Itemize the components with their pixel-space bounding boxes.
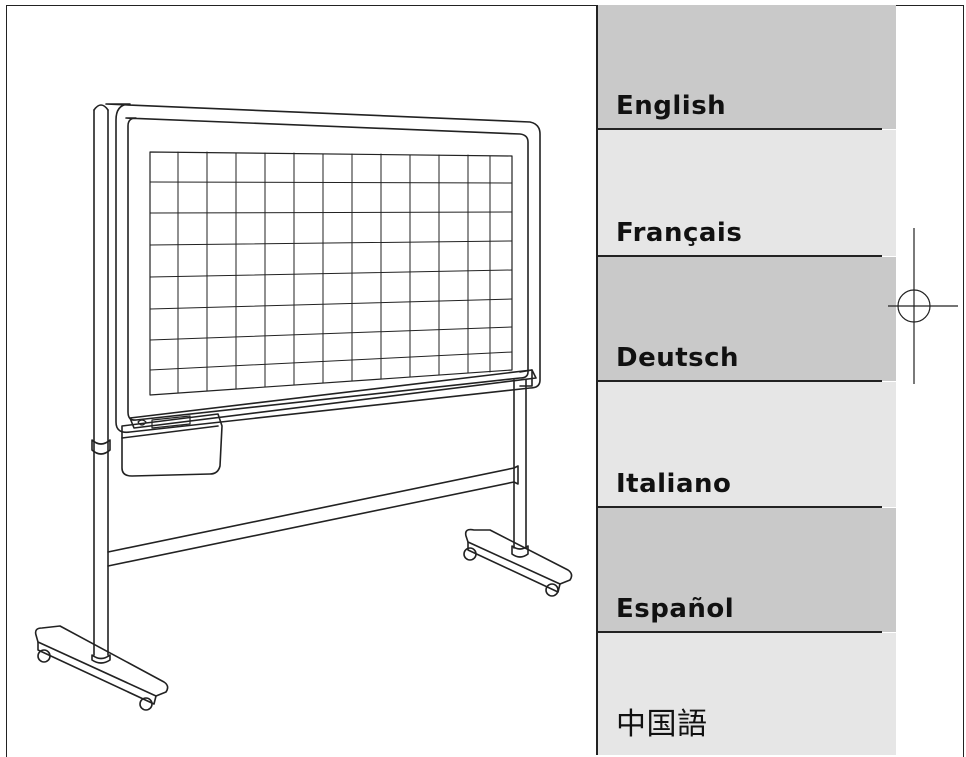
- tab-english[interactable]: English: [598, 5, 896, 129]
- tab-italiano[interactable]: Italiano: [598, 382, 896, 507]
- vertical-divider: [596, 5, 598, 755]
- crop-registration-mark-icon: [888, 228, 958, 384]
- tab-espanol[interactable]: Español: [598, 508, 896, 632]
- tab-chinese-label: 中国語: [616, 707, 708, 742]
- tab-francais[interactable]: Français: [598, 130, 896, 256]
- tab-chinese[interactable]: 中国語: [598, 633, 896, 755]
- tab-deutsch[interactable]: Deutsch: [598, 257, 896, 381]
- tab-deutsch-label: Deutsch: [616, 343, 740, 373]
- tab-divider: [598, 631, 882, 633]
- tab-espanol-label: Español: [616, 594, 735, 624]
- tab-divider: [598, 128, 882, 130]
- tab-english-label: English: [616, 91, 727, 121]
- tab-italiano-label: Italiano: [616, 469, 732, 499]
- tab-divider: [598, 506, 882, 508]
- page-border: [6, 5, 964, 757]
- whiteboard-on-stand-icon: [34, 103, 573, 711]
- tab-divider: [598, 255, 882, 257]
- tab-divider: [598, 380, 882, 382]
- tab-francais-label: Français: [616, 218, 743, 248]
